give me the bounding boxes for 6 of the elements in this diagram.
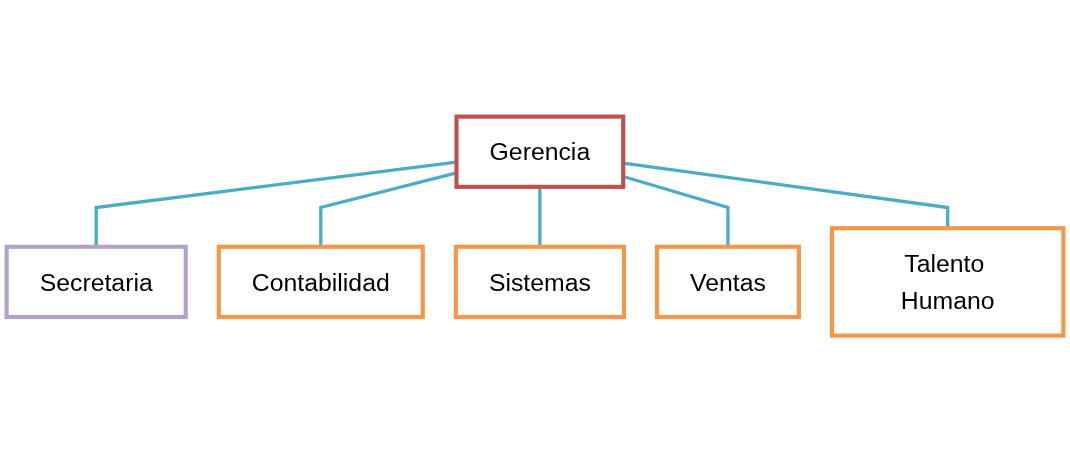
node-box: Contabilidad <box>216 245 425 320</box>
node-box: Ventas <box>654 245 801 320</box>
node-box: Secretaria <box>4 245 188 320</box>
node-box: Talento Humano <box>829 226 1066 339</box>
node-box: Sistemas <box>453 245 626 320</box>
node-box: Gerencia <box>454 114 626 190</box>
